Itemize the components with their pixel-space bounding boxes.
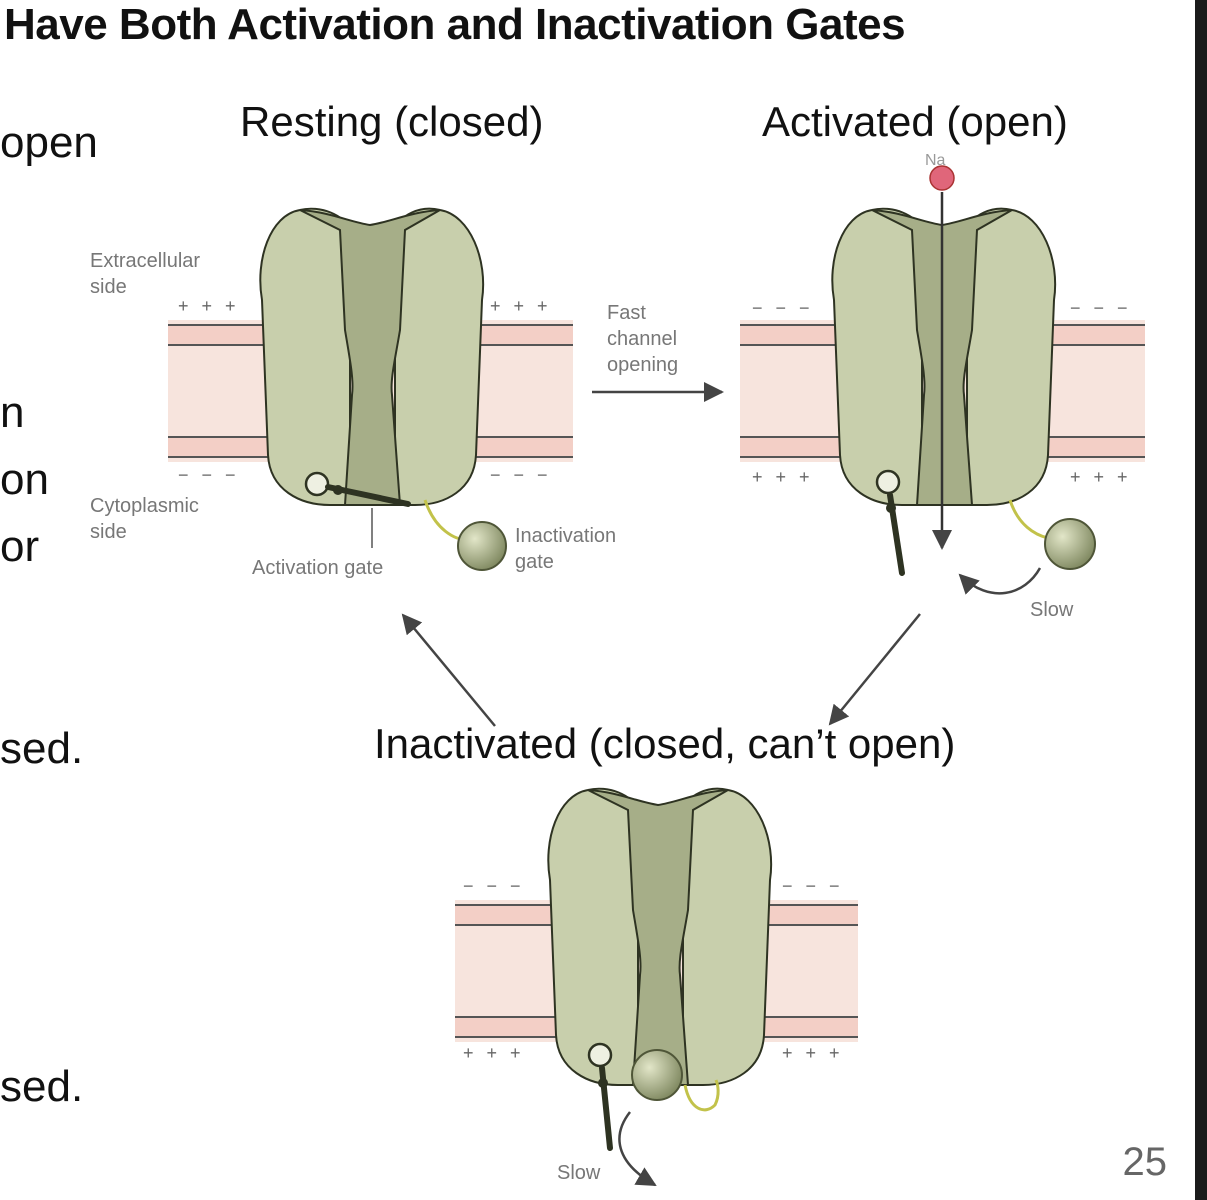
label-extracellular: Extracellular side (90, 250, 201, 298)
inactivated-to-resting-arrow (401, 613, 496, 727)
charge-signs: − − − (782, 876, 844, 896)
activated-to-inactivated-arrow (828, 613, 921, 726)
label-fast-channel-opening: Fast channel opening (607, 302, 679, 376)
label-cytoplasmic: Cytoplasmic side (90, 495, 199, 543)
label-slow-inactivated: Slow (557, 1162, 601, 1184)
sodium-ion (929, 165, 955, 191)
activation-gate-resting (304, 471, 411, 548)
label-na: Na (925, 152, 946, 169)
inactivation-gate-activated (1008, 499, 1096, 570)
charge-signs: + + + (1070, 467, 1132, 487)
state-title-inactivated: Inactivated (closed, can’t open) (374, 720, 956, 767)
activation-gate-inactivated (587, 1042, 613, 1151)
inactivation-gate-inactivated (631, 1049, 720, 1112)
charge-signs: + + + (752, 467, 814, 487)
channel-protein-activated (831, 207, 1057, 506)
inactivated-channel (455, 787, 858, 1187)
charge-signs: − − − (752, 298, 814, 318)
channel-protein-inactivated (547, 787, 773, 1086)
state-title-resting: Resting (closed) (240, 98, 544, 145)
left-text-fragment: n (0, 388, 25, 437)
slow-curved-arrow-inactivated (618, 1111, 657, 1187)
label-activation-gate: Activation gate (252, 557, 384, 579)
resting-channel (168, 207, 573, 571)
label-inactivation-gate: Inactivation gate (515, 525, 617, 573)
activated-channel (740, 165, 1145, 595)
charge-signs: + + + (463, 1043, 525, 1063)
charge-signs: − − − (178, 465, 240, 485)
charge-signs: − − − (490, 465, 552, 485)
charge-signs: + + + (490, 296, 552, 316)
page-number: 25 (1122, 1140, 1168, 1184)
inactivation-gate-resting (423, 499, 507, 571)
left-text-fragment: open (0, 118, 98, 167)
left-text-fragment: on (0, 455, 49, 504)
channel-protein-resting (259, 207, 485, 506)
left-text-fragment: sed. (0, 724, 84, 773)
slide-title: Have Both Activation and Inactivation Ga… (4, 0, 906, 49)
charge-signs: + + + (782, 1043, 844, 1063)
charge-signs: − − − (1070, 298, 1132, 318)
state-title-activated: Activated (open) (762, 98, 1068, 145)
window-edge (1195, 0, 1207, 1200)
label-slow-activated: Slow (1030, 599, 1074, 621)
slow-curved-arrow-activated (958, 567, 1042, 595)
activation-gate-activated (875, 469, 905, 576)
charge-signs: − − − (463, 876, 525, 896)
left-text-fragment: or (0, 522, 40, 571)
charge-signs: + + + (178, 296, 240, 316)
left-text-fragment: sed. (0, 1062, 84, 1111)
